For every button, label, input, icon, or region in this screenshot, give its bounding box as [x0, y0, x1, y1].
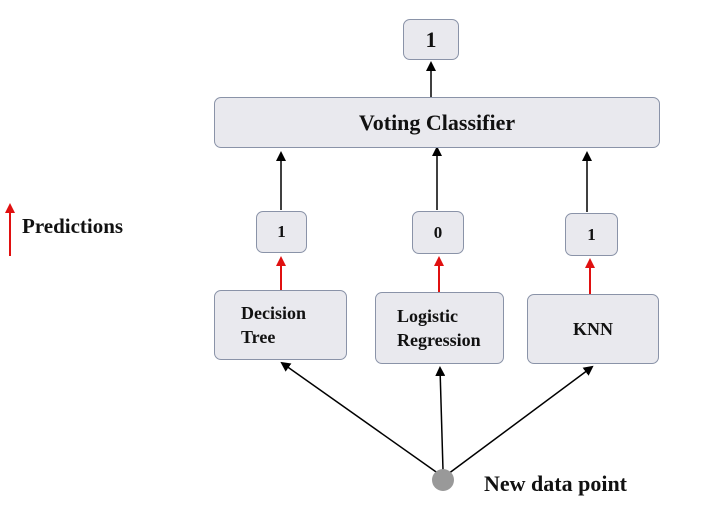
knn-box: KNN: [527, 294, 659, 364]
knn-label: KNN: [573, 318, 613, 339]
final-output-box: 1: [403, 19, 459, 60]
logistic-regression-label-line1: Logistic: [397, 306, 458, 326]
prediction-logistic-regression-box: 0: [412, 211, 464, 254]
new-data-point-label: New data point: [484, 471, 628, 496]
edge-point-to-dt: [280, 361, 440, 475]
prediction-logistic-regression-value: 0: [433, 222, 443, 242]
logistic-regression-label-line2: Regression: [397, 330, 481, 350]
voting-classifier-label: Voting Classifier: [358, 109, 516, 135]
decision-tree-label-line2: Tree: [241, 327, 276, 347]
prediction-decision-tree-box: 1: [256, 211, 307, 253]
edge-point-to-lr: [435, 366, 446, 471]
logistic-regression-box: Logistic Regression: [375, 292, 504, 364]
voting-classifier-box: Voting Classifier: [214, 97, 660, 148]
prediction-knn-box: 1: [565, 213, 618, 256]
predictions-legend-label: Predictions: [22, 214, 124, 238]
prediction-knn-value: 1: [587, 224, 596, 244]
edge-point-to-knn: [447, 365, 594, 475]
prediction-decision-tree-value: 1: [277, 222, 286, 241]
decision-tree-box: Decision Tree: [214, 290, 347, 360]
new-data-point-node: [432, 469, 454, 491]
final-output-value: 1: [425, 26, 437, 52]
decision-tree-label-line1: Decision: [241, 303, 306, 323]
